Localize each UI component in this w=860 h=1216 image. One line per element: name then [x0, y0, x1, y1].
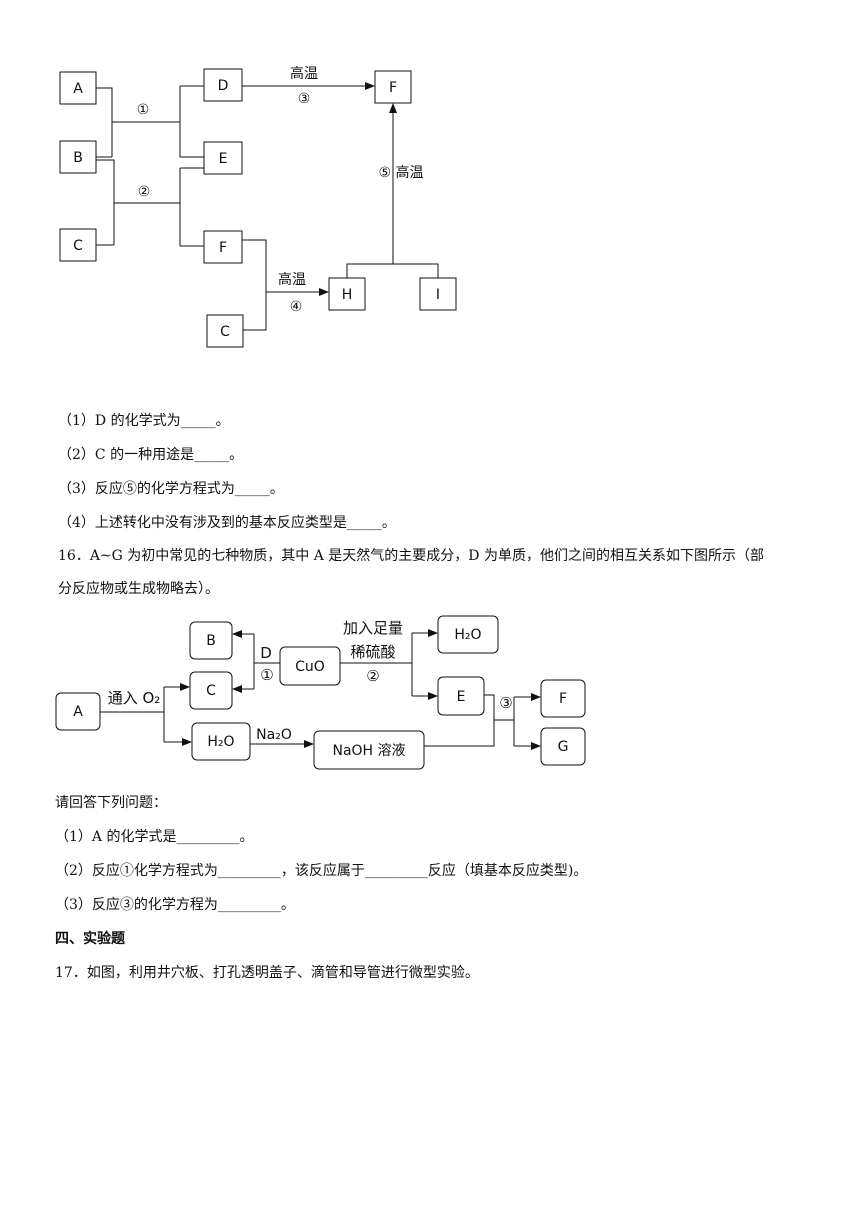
box-E-label: E: [219, 151, 228, 167]
box-H2O-low-label: H₂O: [207, 734, 234, 750]
reaction-3-label: ③: [298, 91, 311, 107]
reaction-3-condition: 高温: [290, 65, 318, 82]
box-B-label: B: [206, 633, 216, 649]
reaction-diagram-1: A B C D E F C F H I ① ② 高温 ③ 高温 ④ ⑤ 高温: [59, 65, 457, 348]
box-D: [203, 68, 243, 102]
box-E-label: E: [457, 689, 466, 705]
box-F-top-label: F: [389, 80, 397, 96]
reaction-4-condition: 高温: [278, 271, 306, 288]
d-label: D: [260, 644, 272, 662]
acid-label-line-2: 稀硫酸: [350, 643, 395, 661]
reaction-diagram-2: A B C CuO H₂O E F G H₂O NaOH 溶液 通入 O₂ D …: [55, 615, 586, 770]
box-NaOH: [313, 730, 425, 770]
reaction-2-label: ②: [138, 184, 151, 200]
box-E: [203, 141, 243, 175]
box-I-label: I: [436, 287, 440, 303]
box-F: [203, 230, 243, 264]
box-CuO-label: CuO: [295, 659, 325, 675]
acid-label-line-1: 加入足量: [343, 619, 403, 637]
box-NaOH-label: NaOH 溶液: [332, 743, 405, 759]
reaction-4-label: ④: [290, 299, 303, 315]
box-G-label: G: [558, 739, 569, 755]
box-F-label: F: [559, 691, 567, 707]
reaction-1-label: ①: [260, 666, 273, 684]
box-A-label: A: [73, 81, 83, 97]
box-H-label: H: [342, 287, 353, 303]
na2o-label: Na₂O: [256, 727, 292, 743]
box-C-label: C: [206, 683, 216, 699]
box-G: [540, 727, 586, 766]
box-C-lower-label: C: [220, 324, 230, 340]
box-F-label: F: [219, 240, 227, 256]
box-E: [437, 676, 485, 716]
reaction-2-label: ②: [366, 667, 379, 685]
box-A-label: A: [73, 704, 83, 720]
box-CuO: [279, 646, 341, 686]
reaction-3-label: ③: [499, 694, 512, 712]
box-H2O-low: [191, 722, 251, 761]
box-C-label: C: [73, 238, 83, 254]
box-B-label: B: [73, 150, 83, 166]
reaction-5-label: ⑤ 高温: [378, 164, 423, 181]
box-C-lower: [206, 314, 244, 348]
box-D-label: D: [218, 78, 229, 94]
o2-label: 通入 O₂: [108, 689, 161, 707]
reaction-1-label: ①: [137, 102, 150, 118]
box-H2O-top-label: H₂O: [454, 627, 481, 643]
